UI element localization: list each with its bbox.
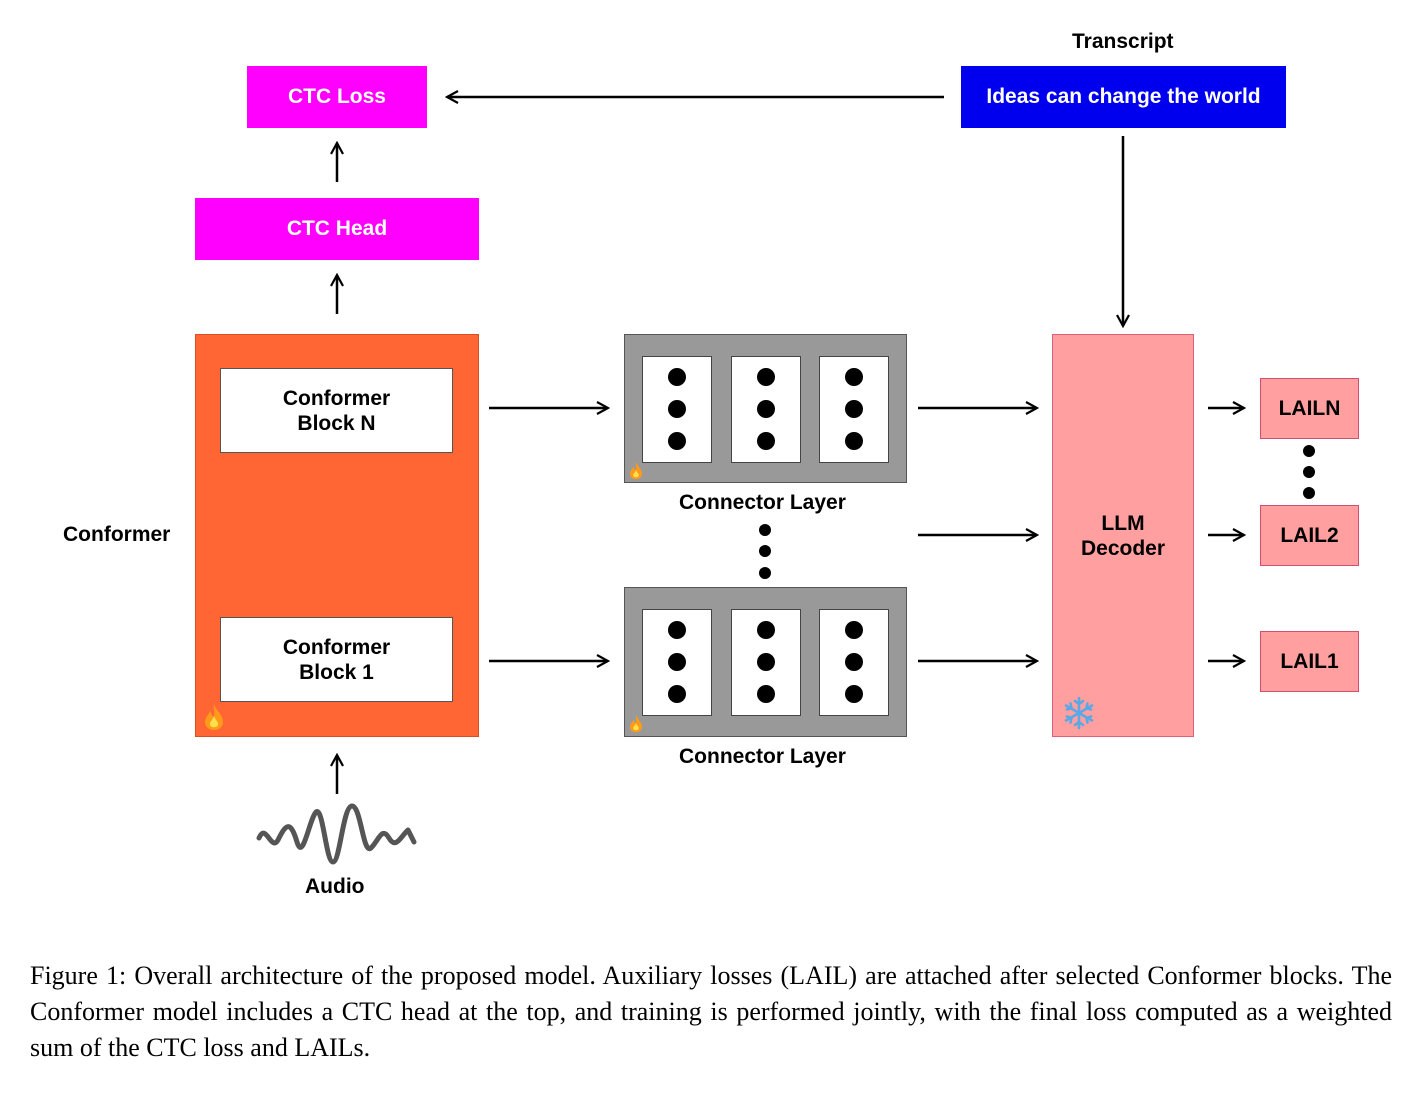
connector-layer-top-label: Connector Layer (679, 491, 846, 514)
ctc-head-box: CTC Head (195, 198, 479, 260)
audio-label: Audio (305, 875, 365, 898)
connector-layer-top (624, 334, 907, 483)
connector-layer-bottom-label: Connector Layer (679, 745, 846, 768)
conformer-label: Conformer (63, 523, 171, 546)
fire-icon (628, 714, 644, 738)
figure-caption: Figure 1: Overall architecture of the pr… (30, 961, 1392, 1062)
lail-1-box: LAIL1 (1260, 631, 1359, 692)
conformer-block-1-label: Conformer Block 1 (282, 635, 391, 684)
connector-cell-dots (668, 621, 863, 703)
ellipsis-dots-connectors (759, 524, 771, 579)
conformer-block-n-label: Conformer Block N (282, 386, 391, 435)
ctc-loss-box: CTC Loss (247, 66, 427, 128)
lail-n-box: LAILN (1260, 378, 1359, 439)
fire-icon (628, 461, 644, 485)
connector-cell-dots (668, 368, 863, 450)
conformer-block-1: Conformer Block 1 (220, 617, 453, 702)
ellipsis-dots-lails (1303, 445, 1315, 499)
llm-decoder-box: LLM Decoder (1052, 334, 1194, 737)
fire-icon (202, 703, 226, 736)
llm-decoder-label: LLM Decoder (1080, 511, 1166, 560)
conformer-block-n: Conformer Block N (220, 368, 453, 453)
audio-wave-icon (256, 803, 417, 865)
transcript-label: Transcript (1072, 30, 1174, 53)
snowflake-icon (1061, 695, 1097, 737)
connector-layer-bottom (624, 587, 907, 737)
lail-2-box: LAIL2 (1260, 505, 1359, 566)
transcript-box: Ideas can change the world (961, 66, 1286, 128)
